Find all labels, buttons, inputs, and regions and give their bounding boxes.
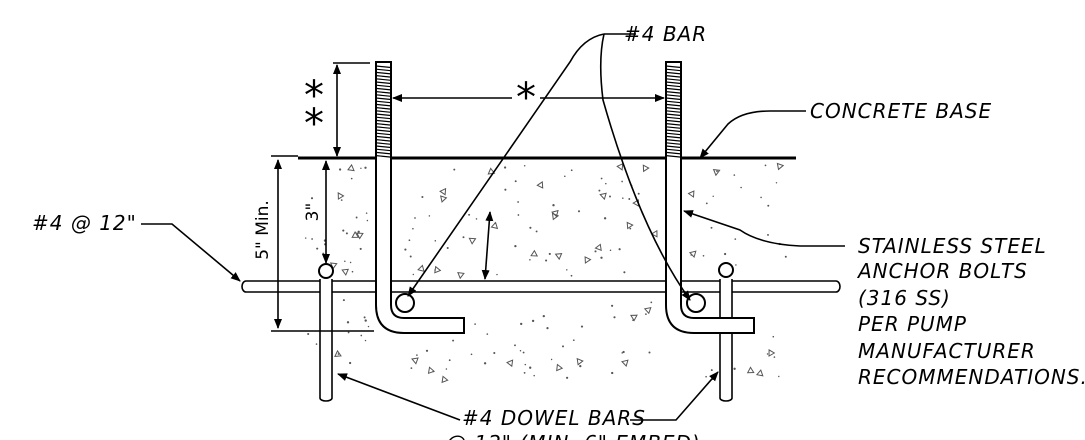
embed-depth-label: 3" — [303, 203, 323, 222]
projection-mark-1: * — [304, 73, 324, 119]
concrete-base-label: CONCRETE BASE — [810, 99, 992, 123]
dowel-bar-right — [718, 262, 734, 402]
rebar-spacing-label: #4 @ 12" — [32, 211, 137, 235]
dowel-note-line-1: #4 DOWEL BARS — [462, 406, 646, 430]
bolt-spacing-dimension: * — [392, 75, 665, 121]
bolt-thread-left — [375, 65, 392, 158]
anchor-bolt-left — [375, 61, 465, 334]
rebar-spacing-leader: #4 @ 12" — [32, 211, 241, 282]
anchor-bolt-note: STAINLESS STEEL ANCHOR BOLTS (316 SS) PE… — [856, 234, 1085, 389]
anchor-note-line-1: STAINLESS STEEL — [858, 234, 1047, 258]
anchor-note-line-5: MANUFACTURER — [858, 339, 1036, 363]
anchor-note-line-2: ANCHOR BOLTS — [856, 259, 1028, 283]
anchor-note-line-3: (316 SS) — [858, 286, 951, 310]
anchor-note-line-4: PER PUMP — [858, 312, 967, 336]
embed-depth-dimension: 3" — [303, 160, 330, 264]
dowel-bars-leader: #4 DOWEL BARS @ 12" (MIN. 6" EMBED) — [337, 371, 719, 440]
projection-mark-2: * — [304, 101, 324, 147]
spacing-mark: * — [516, 75, 536, 121]
anchor-bolt-leader — [683, 210, 845, 247]
min-depth-dimension: 5" Min. — [253, 155, 374, 332]
horizontal-rebar — [241, 280, 841, 293]
min-depth-label: 5" Min. — [253, 200, 273, 260]
bolt-thread-right — [665, 65, 682, 158]
anchor-note-line-6: RECOMMENDATIONS. — [858, 365, 1085, 389]
projection-dimension: * * — [304, 62, 370, 157]
concrete-base-leader: CONCRETE BASE — [699, 99, 992, 159]
bar-label: #4 BAR — [624, 22, 707, 46]
bar-leaders: #4 BAR — [407, 22, 707, 301]
dowel-bar-left — [318, 263, 334, 402]
anchor-bolt-right — [665, 61, 755, 334]
dowel-note-line-2: @ 12" (MIN. 6" EMBED) — [446, 431, 701, 440]
cover-dimension-line — [481, 211, 494, 280]
